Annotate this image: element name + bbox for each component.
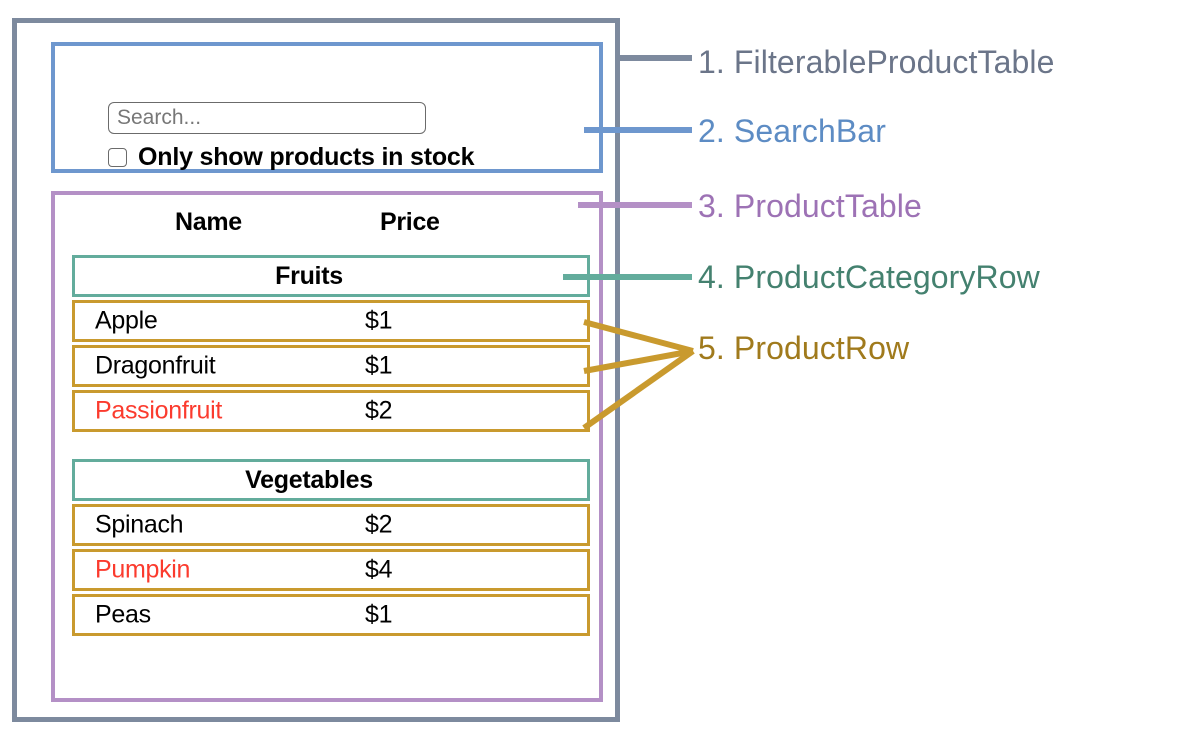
product-row[interactable]: Dragonfruit $1 [72,345,590,387]
product-row[interactable]: Peas $1 [72,594,590,636]
product-row[interactable]: Pumpkin $4 [72,549,590,591]
annotation-label-filterable-product-table: 1. FilterableProductTable [698,44,1055,80]
search-bar-frame: Only show products in stock [51,42,603,173]
filterable-product-table-frame: Only show products in stock Name Price F… [12,18,620,722]
annotation-label-product-table: 3. ProductTable [698,188,922,224]
annotation-label-product-row: 5. ProductRow [698,330,910,366]
product-price: $2 [365,396,393,425]
product-price: $1 [365,351,393,380]
only-in-stock-checkbox[interactable] [108,148,127,167]
product-name: Pumpkin [95,555,191,584]
search-input[interactable] [108,102,426,134]
product-category-row: Fruits [72,255,590,297]
product-name: Apple [95,306,158,335]
product-row[interactable]: Apple $1 [72,300,590,342]
product-name: Passionfruit [95,396,223,425]
product-price: $1 [365,600,393,629]
product-price: $2 [365,510,393,539]
product-price: $1 [365,306,393,335]
stock-filter-row[interactable]: Only show products in stock [108,143,475,172]
product-price: $4 [365,555,393,584]
annotation-label-product-category-row: 4. ProductCategoryRow [698,259,1040,295]
category-label: Vegetables [245,465,373,494]
product-name: Peas [95,600,151,629]
product-name: Dragonfruit [95,351,216,380]
product-row[interactable]: Passionfruit $2 [72,390,590,432]
product-name: Spinach [95,510,184,539]
product-table-frame: Name Price Fruits Apple $1 Dragonfruit $… [51,191,603,702]
group-spacer [72,435,590,459]
product-category-row: Vegetables [72,459,590,501]
column-header-name: Name [175,208,242,236]
product-row[interactable]: Spinach $2 [72,504,590,546]
category-label: Fruits [275,261,343,290]
table-header-row: Name Price [55,208,599,242]
column-header-price: Price [380,208,440,236]
product-rows-container: Fruits Apple $1 Dragonfruit $1 Passionfr… [72,255,590,639]
annotation-label-search-bar: 2. SearchBar [698,113,886,149]
only-in-stock-label: Only show products in stock [138,143,475,171]
